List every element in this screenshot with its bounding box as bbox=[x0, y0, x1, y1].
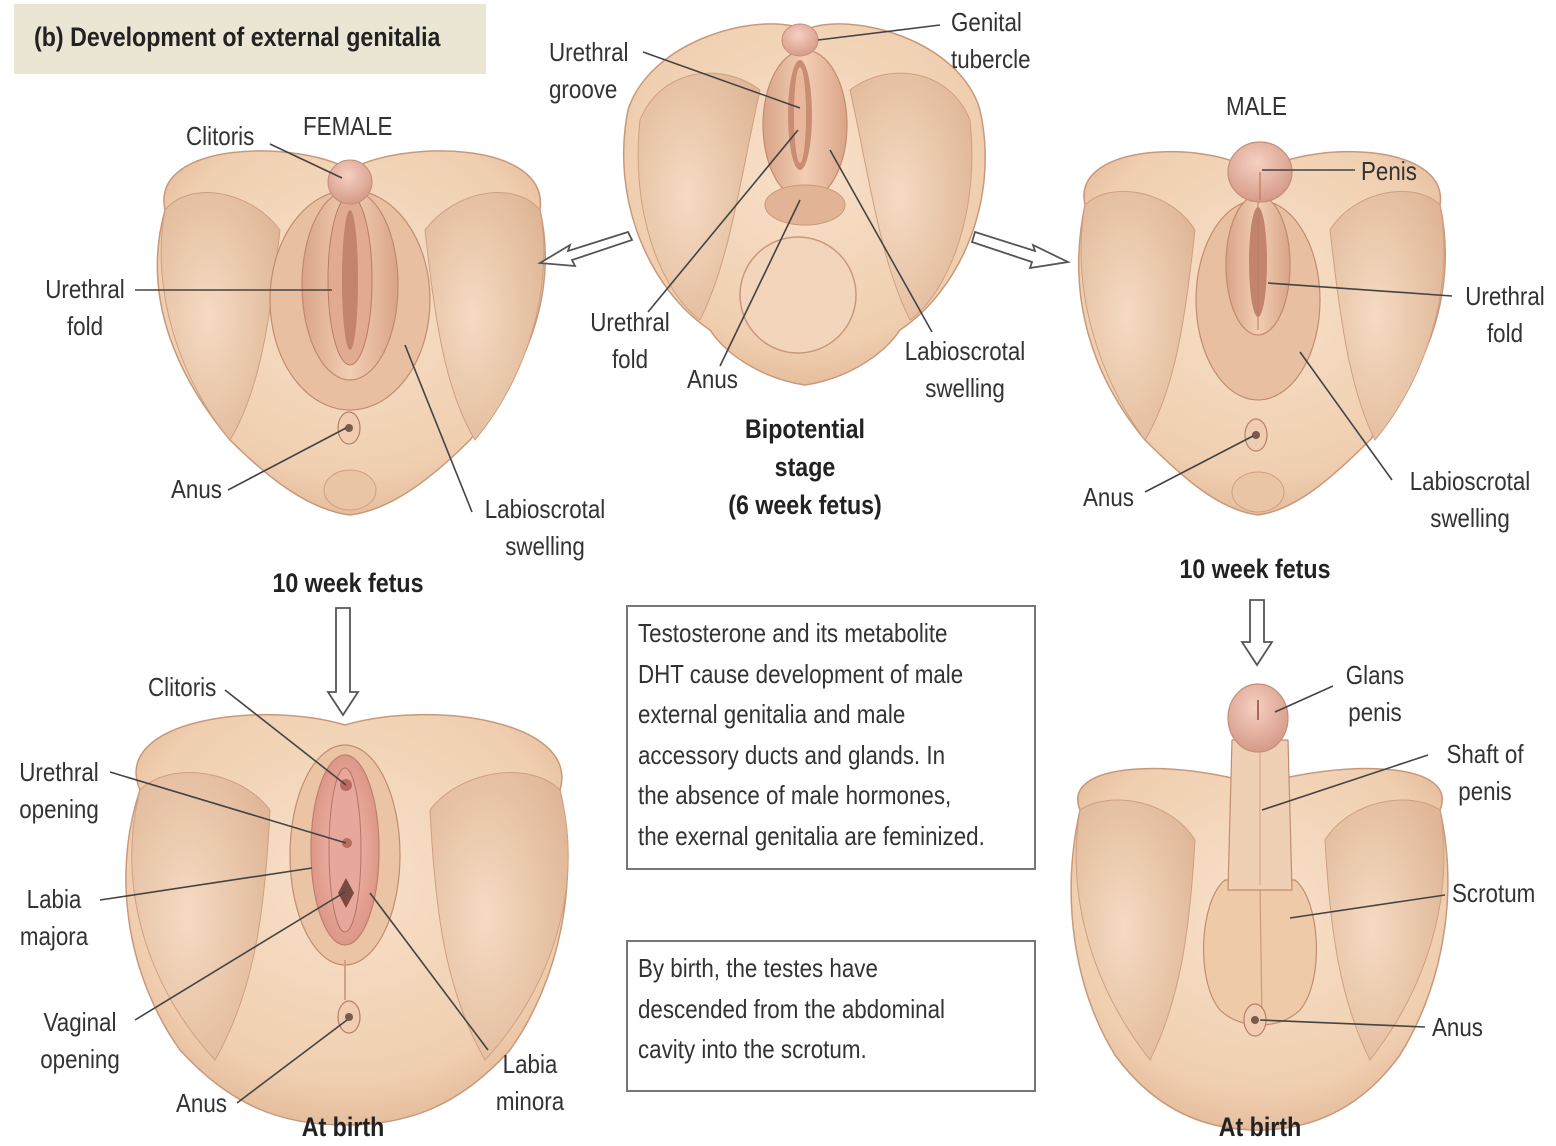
note-testosterone-line5: the absence of male hormones, bbox=[638, 775, 979, 816]
arrow-female-down bbox=[328, 608, 358, 715]
label-fb-labia-majora: Labia majora bbox=[11, 881, 97, 955]
male-10wk-illustration bbox=[1079, 142, 1446, 515]
label-urethral-groove-line1: Urethral bbox=[549, 34, 629, 71]
label-mb-glans-penis-line2: penis bbox=[1328, 694, 1423, 731]
label-m10-urethral-fold-line2: fold bbox=[1453, 315, 1556, 352]
note-testosterone-line2: DHT cause development of male bbox=[638, 654, 979, 695]
label-fb-labia-minora: Labia minora bbox=[478, 1046, 581, 1120]
label-genital-tubercle-line2: tubercle bbox=[951, 41, 1031, 78]
label-fb-urethral-opening: Urethral opening bbox=[12, 754, 107, 828]
stage-male-10wk: 10 week fetus bbox=[1169, 550, 1341, 588]
label-fb-vaginal-opening: Vaginal opening bbox=[33, 1004, 128, 1078]
label-urethral-groove: Urethral groove bbox=[549, 34, 629, 108]
label-m10-penis: Penis bbox=[1361, 153, 1417, 190]
label-f10-urethral-fold-line2: fold bbox=[29, 308, 141, 345]
label-mb-shaft-line1: Shaft of bbox=[1433, 736, 1536, 773]
female-10wk-illustration bbox=[157, 151, 545, 515]
label-f10-urethral-fold: Urethral fold bbox=[29, 271, 141, 345]
label-urethral-groove-line2: groove bbox=[549, 71, 629, 108]
label-genital-tubercle-line1: Genital bbox=[951, 4, 1031, 41]
label-m10-labioscrotal-line1: Labioscrotal bbox=[1397, 463, 1543, 500]
label-genital-tubercle: Genital tubercle bbox=[951, 4, 1031, 78]
label-bip-urethral-fold-line2: fold bbox=[578, 341, 681, 378]
label-f10-clitoris: Clitoris bbox=[186, 118, 254, 155]
note-testosterone-line6: the exernal genitalia are feminized. bbox=[638, 816, 979, 857]
label-fb-urethral-opening-line2: opening bbox=[12, 791, 107, 828]
label-m10-urethral-fold: Urethral fold bbox=[1453, 278, 1556, 352]
stage-bipotential-line3: (6 week fetus) bbox=[719, 486, 891, 524]
label-fb-urethral-opening-line1: Urethral bbox=[12, 754, 107, 791]
note-testes: By birth, the testes have descended from… bbox=[626, 940, 1036, 1092]
stage-bipotential: Bipotential stage (6 week fetus) bbox=[719, 410, 891, 524]
label-mb-shaft: Shaft of penis bbox=[1433, 736, 1536, 810]
label-bip-urethral-fold-line1: Urethral bbox=[578, 304, 681, 341]
label-bip-labioscrotal-line1: Labioscrotal bbox=[896, 333, 1034, 370]
label-fb-labia-majora-line1: Labia bbox=[11, 881, 97, 918]
label-m10-anus: Anus bbox=[1083, 479, 1134, 516]
label-fb-clitoris: Clitoris bbox=[148, 669, 216, 706]
arrow-to-male bbox=[972, 232, 1068, 268]
note-testosterone-line1: Testosterone and its metabolite bbox=[638, 613, 979, 654]
label-mb-anus: Anus bbox=[1432, 1009, 1483, 1046]
heading-female: FEMALE bbox=[303, 108, 392, 145]
note-testes-line1: By birth, the testes have bbox=[638, 948, 979, 989]
note-testosterone-line3: external genitalia and male bbox=[638, 694, 979, 735]
label-mb-glans-penis-line1: Glans bbox=[1328, 657, 1423, 694]
label-bip-labioscrotal-line2: swelling bbox=[896, 370, 1034, 407]
label-m10-labioscrotal-line2: swelling bbox=[1397, 500, 1543, 537]
label-mb-glans-penis: Glans penis bbox=[1328, 657, 1423, 731]
label-fb-labia-majora-line2: majora bbox=[11, 918, 97, 955]
arrow-male-down bbox=[1242, 600, 1272, 665]
note-testosterone: Testosterone and its metabolite DHT caus… bbox=[626, 605, 1036, 870]
stage-bipotential-line1: Bipotential bbox=[719, 410, 891, 448]
stage-female-birth: At birth bbox=[257, 1108, 429, 1146]
label-bip-urethral-fold: Urethral fold bbox=[578, 304, 681, 378]
stage-male-birth: At birth bbox=[1174, 1108, 1346, 1146]
label-fb-labia-minora-line2: minora bbox=[478, 1083, 581, 1120]
male-birth-illustration bbox=[1071, 684, 1448, 1130]
label-f10-anus: Anus bbox=[171, 471, 222, 508]
label-m10-labioscrotal: Labioscrotal swelling bbox=[1397, 463, 1543, 537]
figure-title: (b) Development of external genitalia bbox=[34, 22, 440, 53]
note-testes-line2: descended from the abdominal bbox=[638, 989, 979, 1030]
label-f10-labioscrotal-line1: Labioscrotal bbox=[472, 491, 618, 528]
label-bip-labioscrotal: Labioscrotal swelling bbox=[896, 333, 1034, 407]
label-bip-anus: Anus bbox=[687, 361, 738, 398]
arrow-to-female bbox=[540, 232, 632, 266]
label-f10-labioscrotal: Labioscrotal swelling bbox=[472, 491, 618, 565]
stage-bipotential-line2: stage bbox=[719, 448, 891, 486]
note-testes-line3: cavity into the scrotum. bbox=[638, 1029, 979, 1070]
label-mb-scrotum: Scrotum bbox=[1452, 875, 1535, 912]
note-testosterone-line4: accessory ducts and glands. In bbox=[638, 735, 979, 776]
figure-title-box: (b) Development of external genitalia bbox=[14, 4, 486, 74]
stage-female-10wk: 10 week fetus bbox=[262, 564, 434, 602]
label-m10-urethral-fold-line1: Urethral bbox=[1453, 278, 1556, 315]
label-fb-labia-minora-line1: Labia bbox=[478, 1046, 581, 1083]
label-fb-anus: Anus bbox=[176, 1085, 227, 1122]
heading-male: MALE bbox=[1226, 88, 1287, 125]
label-f10-urethral-fold-line1: Urethral bbox=[29, 271, 141, 308]
label-f10-labioscrotal-line2: swelling bbox=[472, 528, 618, 565]
label-fb-vaginal-opening-line2: opening bbox=[33, 1041, 128, 1078]
label-fb-vaginal-opening-line1: Vaginal bbox=[33, 1004, 128, 1041]
label-mb-shaft-line2: penis bbox=[1433, 773, 1536, 810]
